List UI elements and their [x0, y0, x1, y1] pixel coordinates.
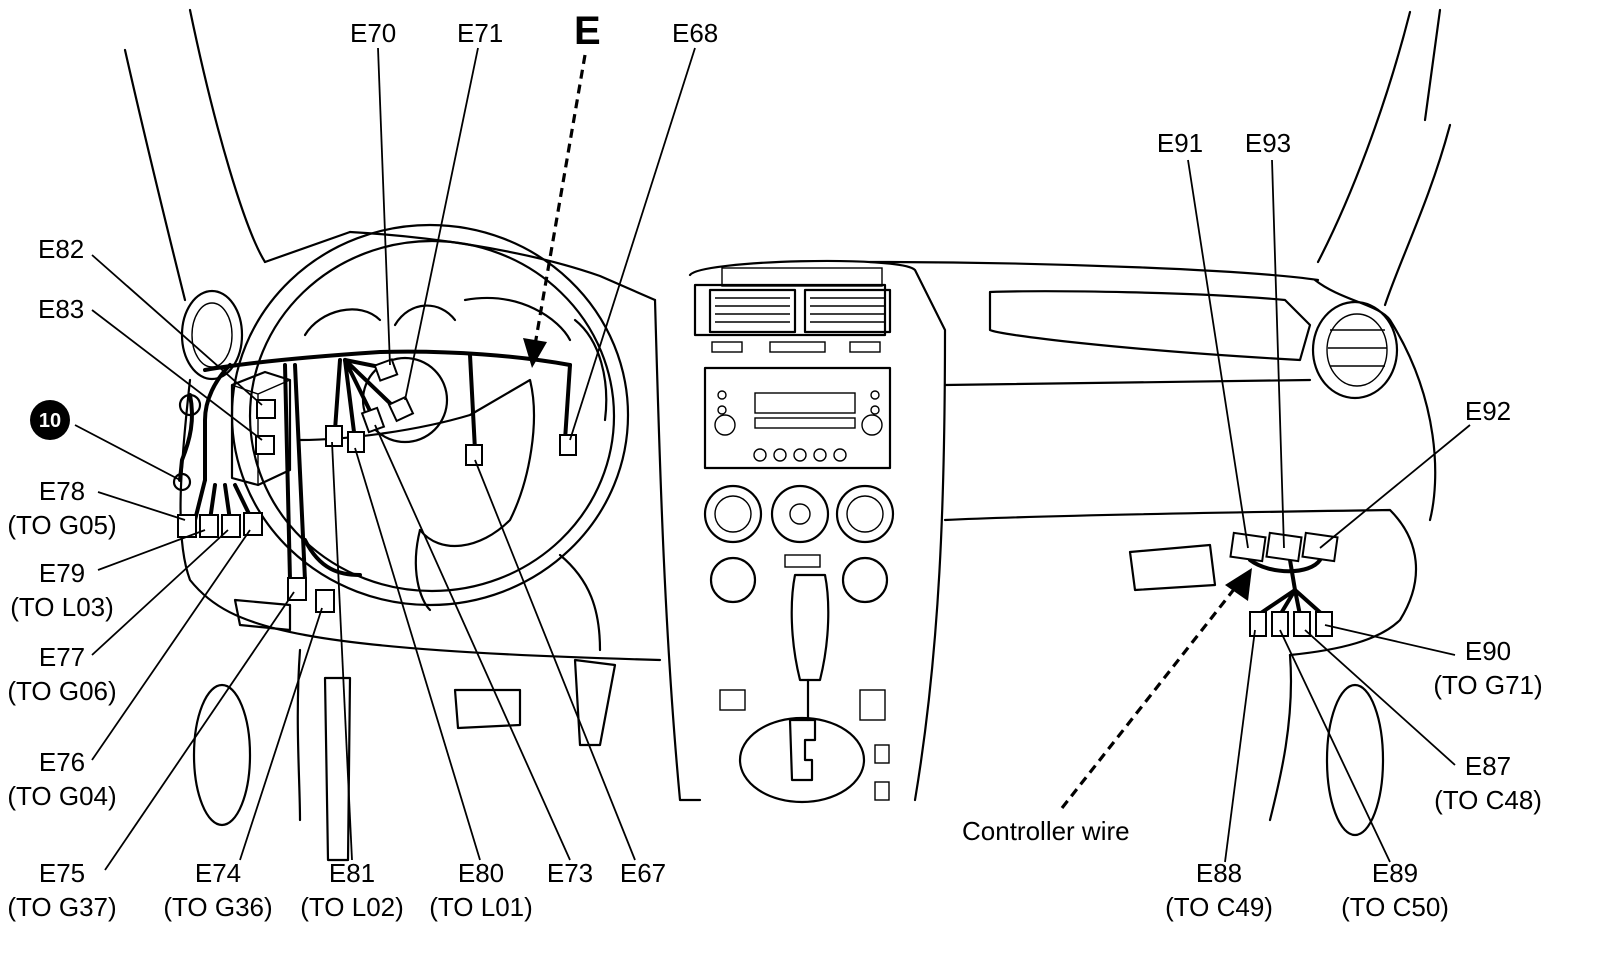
label-e83: E83 — [38, 294, 84, 324]
label-e87: E87 — [1465, 751, 1511, 781]
label-e76: E76 — [39, 747, 85, 777]
label-main-e: E — [574, 9, 601, 53]
label-e79: E79 — [39, 558, 85, 588]
leader-lines — [74, 47, 1471, 871]
arrowhead-e — [523, 338, 547, 368]
connector-e90 — [1315, 611, 1333, 637]
label-e76-to: (TO G04) — [7, 781, 116, 811]
label-e92: E92 — [1465, 396, 1511, 426]
label-e73: E73 — [547, 858, 593, 888]
connector-e70 — [373, 358, 399, 382]
label-e89-to: (TO C50) — [1341, 892, 1449, 922]
label-e81-to: (TO L02) — [300, 892, 404, 922]
connector-e79 — [199, 514, 219, 538]
arrowhead-controller-wire — [1225, 568, 1252, 601]
callout-10-badge — [30, 400, 70, 440]
connector-e76 — [243, 512, 263, 536]
label-e77-to: (TO G06) — [7, 676, 116, 706]
label-e74-to: (TO G36) — [163, 892, 272, 922]
label-e80: E80 — [458, 858, 504, 888]
label-e75-to: (TO G37) — [7, 892, 116, 922]
center-console — [653, 259, 947, 804]
connector-e88 — [1249, 611, 1267, 637]
label-e89: E89 — [1372, 858, 1418, 888]
label-e90: E90 — [1465, 636, 1511, 666]
callout-10-number: 10 — [39, 410, 61, 432]
label-e75: E75 — [39, 858, 85, 888]
label-e79-to: (TO L03) — [10, 592, 114, 622]
label-controller-wire: Controller wire — [962, 816, 1130, 846]
dashed-arrows — [523, 54, 1252, 809]
label-e80-to: (TO L01) — [429, 892, 533, 922]
label-e78: E78 — [39, 476, 85, 506]
label-e77: E77 — [39, 642, 85, 672]
label-e74: E74 — [195, 858, 241, 888]
label-e78-to: (TO G05) — [7, 510, 116, 540]
label-e81: E81 — [329, 858, 375, 888]
label-e91: E91 — [1157, 128, 1203, 158]
connector-e74 — [315, 589, 335, 613]
label-e88-to: (TO C49) — [1165, 892, 1273, 922]
label-e71: E71 — [457, 18, 503, 48]
label-e87-to: (TO C48) — [1434, 785, 1542, 815]
label-e93: E93 — [1245, 128, 1291, 158]
labels: E E70 E71 E68 E82 E83 10 E78 (TO G05) E7… — [7, 9, 1542, 922]
connector-e68 — [559, 434, 577, 456]
connector-e89 — [1271, 611, 1289, 637]
connector-e71 — [387, 395, 415, 423]
label-e88: E88 — [1196, 858, 1242, 888]
label-e67: E67 — [620, 858, 666, 888]
wire-harness — [172, 349, 1325, 617]
connector-e67 — [465, 444, 483, 466]
connector-e81 — [325, 425, 343, 447]
label-e68: E68 — [672, 18, 718, 48]
connectors — [177, 358, 1339, 637]
label-e70: E70 — [350, 18, 396, 48]
label-e82: E82 — [38, 234, 84, 264]
connector-e73 — [360, 406, 386, 434]
connector-e83 — [255, 435, 275, 455]
label-e90-to: (TO G71) — [1433, 670, 1542, 700]
